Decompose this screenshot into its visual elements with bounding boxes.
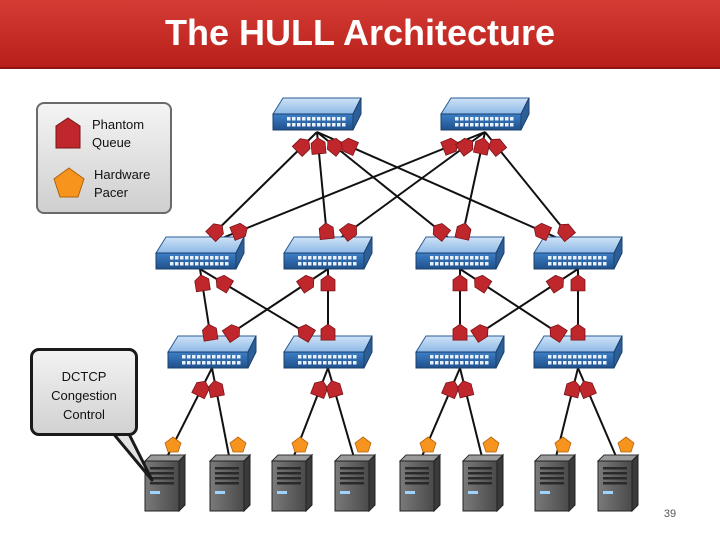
- legend-label-hardware-pacer: Hardware Pacer: [94, 167, 151, 200]
- phantom-queue-icon: [455, 137, 474, 157]
- phantom-queue-icon: [320, 323, 336, 341]
- legend-label-phantom-queue: Phantom Queue: [92, 117, 145, 150]
- phantom-queue-icon: [320, 274, 336, 292]
- phantom-queue-icon: [340, 137, 359, 156]
- phantom-queue-icon: [194, 274, 211, 293]
- phantom-queue-icon: [296, 274, 315, 294]
- core-switch-2: [440, 97, 530, 131]
- phantom-queue-icon: [570, 274, 586, 292]
- hardware-pacer-icon: [229, 436, 247, 453]
- phantom-queue-icon: [454, 222, 472, 241]
- phantom-queue-icon: [545, 274, 564, 294]
- phantom-queue-icon: [474, 274, 493, 294]
- phantom-queue-icon: [325, 380, 344, 399]
- server-8: [596, 453, 640, 513]
- phantom-queue-icon: [563, 380, 581, 399]
- phantom-queue-icon: [452, 274, 468, 292]
- server-6: [461, 453, 505, 513]
- phantom-queue-icon: [205, 223, 224, 243]
- phantom-queue-icon: [570, 323, 586, 341]
- phantom-queue-icon: [470, 324, 489, 343]
- phantom-queue-icon: [533, 222, 553, 242]
- phantom-queue-icon: [557, 223, 577, 243]
- page-number: 39: [663, 508, 677, 520]
- phantom-queue-icon: [55, 117, 81, 149]
- dctcp-callout: DCTCP Congestion Control: [30, 348, 138, 436]
- legend-box: Phantom Queue Hardware Pacer: [36, 102, 172, 214]
- server-5: [398, 453, 442, 513]
- server-4: [333, 453, 377, 513]
- hardware-pacer-icon: [53, 167, 85, 198]
- phantom-queue-icon: [452, 323, 468, 341]
- hardware-pacer-icon: [291, 436, 309, 453]
- aggregation-switch-3: [415, 236, 505, 270]
- phantom-queue-icon: [221, 324, 240, 343]
- title-bar: The HULL Architecture: [0, 0, 720, 69]
- hardware-pacer-icon: [554, 436, 572, 453]
- phantom-queue-icon: [549, 324, 568, 343]
- server-1: [143, 453, 187, 513]
- server-2: [208, 453, 252, 513]
- server-7: [533, 453, 577, 513]
- phantom-queue-icon: [202, 323, 219, 342]
- phantom-queue-icon: [432, 223, 452, 242]
- phantom-queue-icon: [318, 222, 335, 240]
- phantom-queue-icon: [229, 222, 248, 241]
- hardware-pacer-icon: [164, 436, 182, 453]
- phantom-queue-icon: [208, 380, 225, 399]
- phantom-queue-icon: [578, 380, 597, 400]
- hardware-pacer-icon: [354, 436, 372, 453]
- phantom-queue-icon: [472, 137, 490, 156]
- phantom-queue-icon: [297, 324, 316, 343]
- phantom-queue-icon: [338, 223, 357, 242]
- aggregation-switch-2: [283, 236, 373, 270]
- phantom-queue-icon: [310, 137, 327, 155]
- slide-title: The HULL Architecture: [164, 12, 556, 53]
- hardware-pacer-icon: [419, 436, 437, 453]
- phantom-queue-icon: [327, 138, 346, 157]
- aggregation-switch-4: [533, 236, 623, 270]
- phantom-queue-icon: [291, 138, 311, 157]
- aggregation-switch-1: [155, 236, 245, 270]
- phantom-queue-icon: [440, 137, 459, 156]
- server-3: [270, 453, 314, 513]
- hardware-pacer-icon: [482, 436, 500, 453]
- phantom-queue-icon: [488, 138, 508, 157]
- edge-switch-2: [283, 335, 373, 369]
- queue-markers: [164, 137, 635, 453]
- phantom-queue-icon: [457, 380, 475, 399]
- hardware-pacer-icon: [617, 436, 635, 453]
- callout-text: DCTCP Congestion Control: [51, 369, 117, 422]
- phantom-queue-icon: [215, 274, 235, 294]
- core-switch-1: [272, 97, 362, 131]
